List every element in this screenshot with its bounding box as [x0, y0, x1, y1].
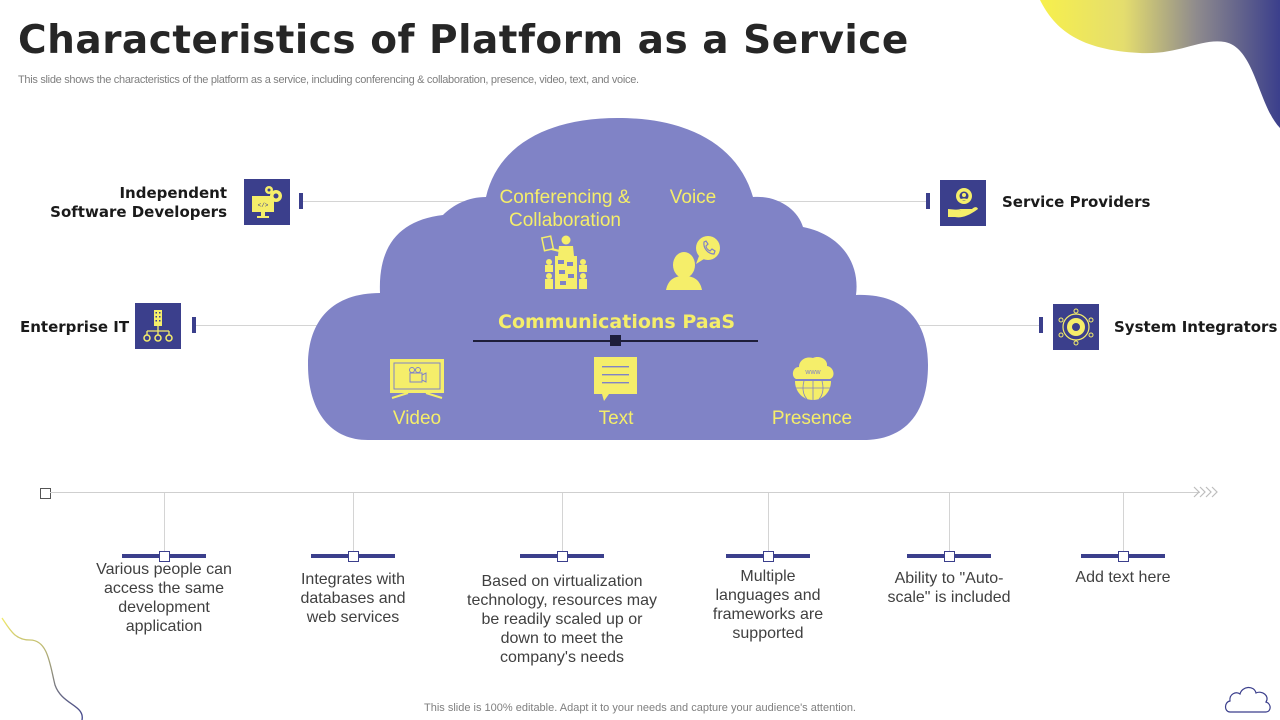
corner-wave-decoration	[1040, 0, 1280, 128]
building-network-icon	[143, 310, 173, 342]
feature-connector-line	[353, 493, 354, 551]
feature-node	[159, 551, 170, 562]
timeline-axis	[50, 492, 1200, 493]
feature-node	[348, 551, 359, 562]
person-phone-bubble-icon	[666, 236, 720, 290]
connector-line-service	[745, 201, 930, 202]
connector-line-integrators	[915, 325, 1043, 326]
stakeholder-icon-system-integrators	[1053, 304, 1099, 350]
center-divider-node	[610, 335, 621, 346]
stakeholder-icon-enterprise-it	[135, 303, 181, 349]
feature-node	[944, 551, 955, 562]
chat-text-bubble-icon	[594, 357, 637, 401]
feature-node	[763, 551, 774, 562]
service-label-presence: Presence	[771, 408, 853, 429]
service-label-conferencing: Conferencing & Collaboration	[499, 187, 631, 231]
connector-line-enterprise	[195, 325, 325, 326]
cloud-shape	[308, 118, 928, 440]
feature-node	[1118, 551, 1129, 562]
page-subtitle: This slide shows the characteristics of …	[18, 74, 639, 86]
squiggle-decoration	[1, 617, 83, 720]
stakeholder-label-service-providers: Service Providers	[1002, 193, 1151, 211]
stakeholder-label-isd: Independent Software Developers	[50, 184, 227, 221]
svg-text:</>: </>	[258, 202, 269, 209]
feature-text: Various people can access the same devel…	[96, 561, 232, 635]
feature-connector-line	[1123, 493, 1124, 551]
feature-text: Based on virtualization technology, reso…	[467, 573, 658, 666]
feature-text: Integrates with databases and web servic…	[300, 571, 406, 626]
connector-tick	[299, 193, 303, 209]
service-label-video: Video	[392, 408, 442, 429]
stakeholder-icon-service-providers	[940, 180, 986, 226]
chevron-arrows-icon	[1193, 486, 1218, 498]
gear-network-icon	[1058, 308, 1094, 346]
stakeholder-label-system-integrators: System Integrators	[1114, 318, 1278, 336]
cloud-outline-icon	[1224, 686, 1271, 713]
feature-text: Multiple languages and frameworks are su…	[712, 568, 824, 642]
connector-tick	[926, 193, 930, 209]
stakeholder-label-enterprise-it: Enterprise IT	[20, 318, 130, 336]
connector-line-isd	[302, 201, 512, 202]
timeline-start-node	[40, 488, 51, 499]
hand-gear-person-icon	[948, 188, 978, 218]
feature-text: Ability to "Auto-scale" is included	[887, 570, 1011, 606]
stakeholder-icon-isd: </>	[244, 179, 290, 225]
footer-note: This slide is 100% editable. Adapt it to…	[424, 702, 856, 714]
svg-text:www: www	[804, 369, 821, 376]
monitor-code-gears-icon: </>	[252, 186, 282, 218]
feature-connector-line	[949, 493, 950, 551]
monitor-video-camera-icon	[390, 359, 444, 399]
cloud-globe-www-icon: www	[792, 356, 834, 400]
service-label-text: Text	[598, 408, 634, 429]
feature-node	[557, 551, 568, 562]
feature-connector-line	[164, 493, 165, 551]
connector-tick	[1039, 317, 1043, 333]
feature-text: Add text here	[1075, 569, 1171, 586]
communications-paas-label: Communications PaaS	[498, 311, 736, 333]
page-title: Characteristics of Platform as a Service	[18, 18, 909, 63]
service-label-voice: Voice	[669, 187, 717, 208]
connector-tick	[192, 317, 196, 333]
feature-connector-line	[562, 493, 563, 551]
presentation-meeting-icon	[540, 235, 587, 289]
feature-connector-line	[768, 493, 769, 551]
